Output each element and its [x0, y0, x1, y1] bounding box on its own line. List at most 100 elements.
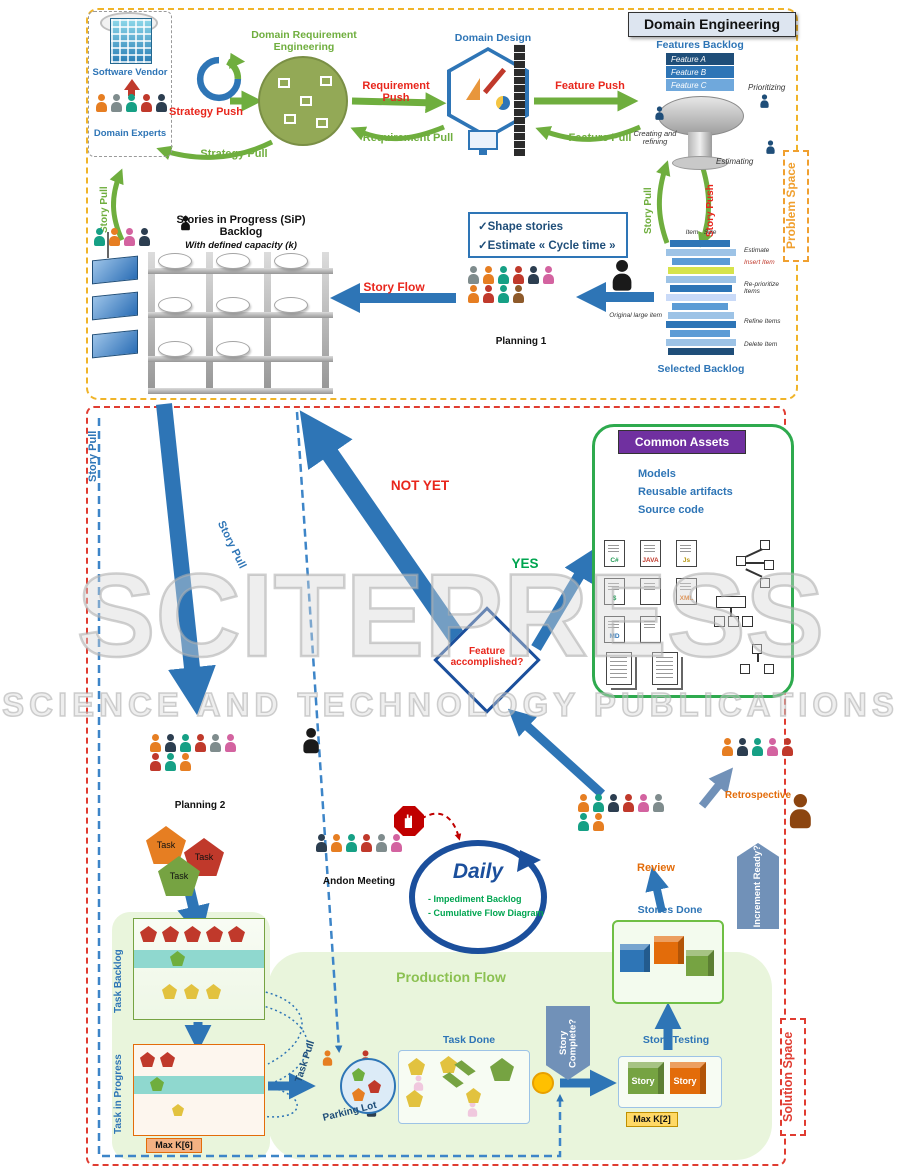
- story-card: [158, 297, 192, 313]
- dre-title: Domain Requirement Engineering: [251, 29, 357, 53]
- mindmap-node: [764, 560, 774, 570]
- common-assets-item-models: Models: [638, 468, 676, 480]
- file-type-label: $: [612, 595, 617, 602]
- review-people: [576, 794, 668, 832]
- mindmap-node: [736, 556, 746, 566]
- decision-table-icon: [716, 596, 746, 608]
- org-chart-icon: [316, 118, 328, 128]
- cycle-arrows-icon: [196, 52, 246, 102]
- refine-annotation: Refine Items: [744, 318, 781, 325]
- reprioritize-annotation: Re-prioritize Items: [744, 281, 780, 296]
- story-testing-label: Story Testing: [642, 1034, 710, 1046]
- person-icon: [577, 794, 590, 813]
- software-vendor-label: Software Vendor: [92, 67, 168, 78]
- andon-meeting-label: Andon Meeting: [322, 876, 396, 887]
- person-icon: [781, 738, 794, 757]
- insert-item-annotation: Insert Item: [744, 259, 775, 266]
- yes-label: YES: [511, 556, 539, 571]
- story-cube-label: Story: [631, 1076, 655, 1086]
- story-card: [274, 253, 308, 269]
- delete-item-annotation: Delete Item: [744, 341, 778, 348]
- person-icon: [467, 266, 480, 285]
- person-icon: [149, 753, 162, 772]
- person-icon: [140, 94, 153, 113]
- pie-icon: [496, 96, 510, 110]
- story-pull-right-label: Story Pull: [643, 187, 654, 235]
- story-cube-orange: Story: [670, 1062, 706, 1094]
- backlog-bar: [672, 303, 728, 310]
- orgtree-line: [757, 654, 759, 662]
- feature-bar-c: Feature C: [666, 79, 734, 91]
- story-card: [216, 253, 250, 269]
- org-chart-icon: [278, 78, 290, 88]
- person-icon: [527, 266, 540, 285]
- daily-item-1: - Impediment Backlog: [428, 894, 522, 904]
- person-icon: [155, 94, 168, 113]
- file-icon-java: JAVA: [640, 540, 661, 567]
- sip-drawer: [92, 291, 138, 321]
- person-icon: [467, 285, 480, 304]
- stories-done-label: Stories Done: [637, 904, 703, 916]
- person-icon: [497, 266, 510, 285]
- selected-backlog-label: Selected Backlog: [657, 363, 745, 375]
- person-icon: [512, 285, 525, 304]
- story-card: [158, 253, 192, 269]
- strategy-push-label: Strategy Push: [169, 106, 243, 118]
- person-icon: [194, 734, 207, 753]
- retrospective-people: [720, 738, 796, 757]
- mindmap-node: [760, 578, 770, 588]
- feature-bar-b: Feature B: [666, 66, 734, 78]
- person-icon: [577, 813, 590, 832]
- backlog-bar: [666, 339, 736, 346]
- mindmap-node: [760, 540, 770, 550]
- person-icon: [652, 794, 665, 813]
- vendor-up-arrow-icon: [124, 79, 140, 90]
- planning2-label: Planning 2: [174, 800, 226, 811]
- person-icon: [637, 794, 650, 813]
- person-icon: [512, 266, 525, 285]
- story-complete-label: Story Complete?: [557, 1018, 579, 1068]
- story-complete-shape: Story Complete?: [546, 1006, 590, 1080]
- platform-pillar: [688, 132, 712, 158]
- person-icon: [322, 1050, 333, 1066]
- sip-shelf: [148, 312, 333, 318]
- sip-shelf: [148, 268, 333, 274]
- sip-column: [322, 252, 329, 392]
- strategy-pull-label: Strategy Pull: [200, 148, 268, 160]
- person-icon: [110, 94, 123, 113]
- estimate-annotation: Estimate: [744, 247, 770, 254]
- task-label: Task: [169, 871, 189, 881]
- file-type-label: C#: [610, 557, 619, 564]
- person-icon: [315, 834, 328, 853]
- person-icon: [497, 285, 510, 304]
- estimating-label: Estimating: [716, 157, 754, 166]
- ruler-icon: [466, 78, 480, 100]
- done-cube-blue: [620, 944, 650, 972]
- increment-ready-label: Increment Ready?: [752, 844, 764, 928]
- solution-space-box: [86, 406, 786, 1166]
- person-icon: [736, 738, 749, 757]
- person-icon: [360, 834, 373, 853]
- file-type-label: Js: [682, 557, 691, 564]
- domain-experts-people: [94, 94, 170, 113]
- person-icon: [93, 228, 106, 247]
- story-card: [274, 297, 308, 313]
- sip-title: Stories in Progress (SiP) Backlog: [176, 214, 306, 239]
- vendor-up-arrow-stem: [128, 90, 135, 96]
- feature-accomplished-label: Feature accomplished?: [450, 646, 524, 669]
- feature-bar-a: Feature A: [666, 53, 734, 65]
- backlog-active-strip: [134, 950, 264, 968]
- hanger-line: [107, 232, 109, 258]
- worker-icon: [760, 94, 770, 108]
- person-icon: [721, 738, 734, 757]
- not-yet-label: NOT YET: [390, 478, 450, 493]
- common-assets-title: Common Assets: [618, 430, 746, 454]
- worker-icon: [766, 140, 776, 154]
- done-cube-orange: [654, 936, 684, 964]
- backlog-bar: [670, 285, 732, 292]
- common-assets-item-artifacts: Reusable artifacts: [638, 486, 733, 498]
- file-type-label: XML: [679, 595, 694, 602]
- person-icon: [766, 738, 779, 757]
- sip-column: [264, 252, 271, 392]
- requirement-pull-label: Requirement Pull: [362, 132, 454, 144]
